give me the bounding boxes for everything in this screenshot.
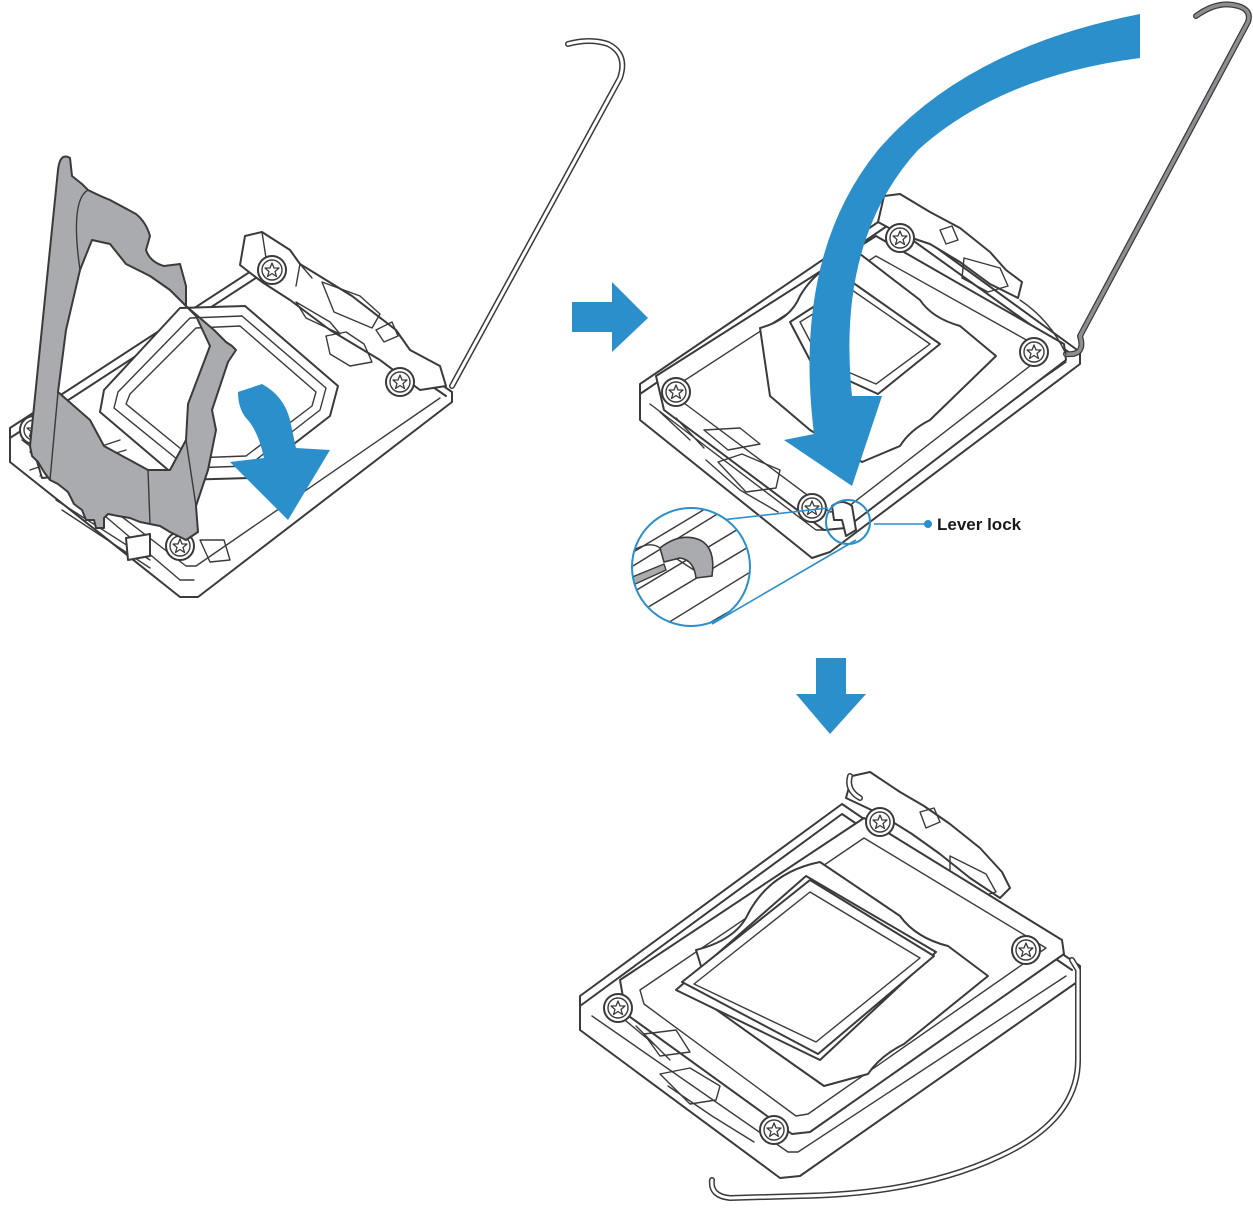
- lower-lever-arrow: [784, 14, 1140, 486]
- lever-lock-zoom: [632, 508, 750, 626]
- step-2-plate-closed: Lever lock: [631, 1, 1252, 627]
- lever-lock-label: Lever lock: [937, 515, 1022, 534]
- arrow-right-icon: [572, 282, 648, 352]
- step-1-socket-open: [9, 38, 626, 598]
- arrow-down-icon: [796, 658, 866, 734]
- close-plate-arrow: [230, 384, 330, 520]
- step-3-socket-closed: [579, 771, 1081, 1201]
